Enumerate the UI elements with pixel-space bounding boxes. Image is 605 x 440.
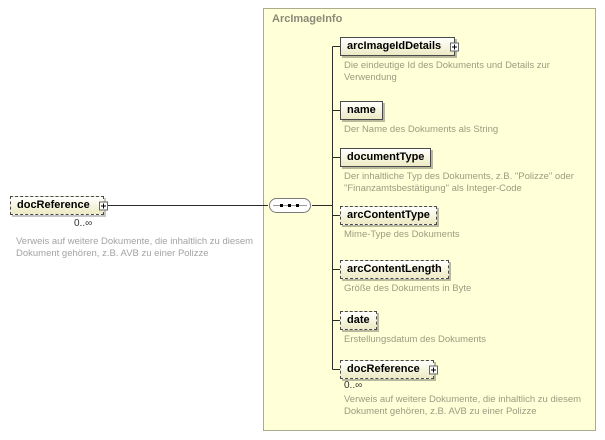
element-label: documentType — [347, 151, 425, 163]
annotation-text: Verweis auf weitere Dokumente, die inhal… — [16, 236, 254, 259]
element-label: docReference — [347, 363, 420, 375]
element-label: arcContentType — [347, 209, 430, 221]
plus-icon[interactable] — [428, 365, 438, 374]
element-label: docReference — [17, 199, 90, 211]
element-label: name — [347, 104, 376, 116]
element-document-type[interactable]: documentType — [340, 148, 432, 167]
element-label: arcContentLength — [347, 263, 442, 275]
element-arc-image-id-details[interactable]: arcImageIdDetails — [340, 37, 460, 56]
multiplicity-label: 0..∞ — [344, 380, 363, 391]
element-doc-reference-root[interactable]: docReference — [10, 196, 108, 215]
annotation-text: Der inhaltliche Typ des Dokuments, z.B. … — [344, 171, 574, 194]
element-date[interactable]: date — [340, 311, 377, 330]
element-doc-reference[interactable]: docReference — [340, 360, 438, 379]
element-label: date — [347, 314, 370, 326]
sequence-icon[interactable] — [268, 196, 312, 215]
annotation-text: Erstellungsdatum des Dokuments — [344, 334, 487, 345]
annotation-text: Der Name des Dokuments als String — [344, 124, 499, 135]
annotation-text: Mime-Type des Dokuments — [344, 229, 460, 240]
plus-icon[interactable] — [98, 201, 108, 210]
plus-icon[interactable] — [450, 42, 460, 51]
annotation-text: Größe des Dokuments in Byte — [344, 283, 472, 294]
annotation-text: Die eindeutige Id des Dokuments und Deta… — [344, 60, 550, 83]
element-arc-content-length[interactable]: arcContentLength — [340, 260, 449, 279]
multiplicity-label: 0..∞ — [74, 218, 93, 229]
element-name[interactable]: name — [340, 101, 383, 120]
element-label: arcImageIdDetails — [347, 40, 442, 52]
annotation-text: Verweis auf weitere Dokumente, die inhal… — [344, 394, 582, 417]
complex-type-title: ArcImageInfo — [272, 13, 343, 25]
element-arc-content-type[interactable]: arcContentType — [340, 206, 437, 225]
